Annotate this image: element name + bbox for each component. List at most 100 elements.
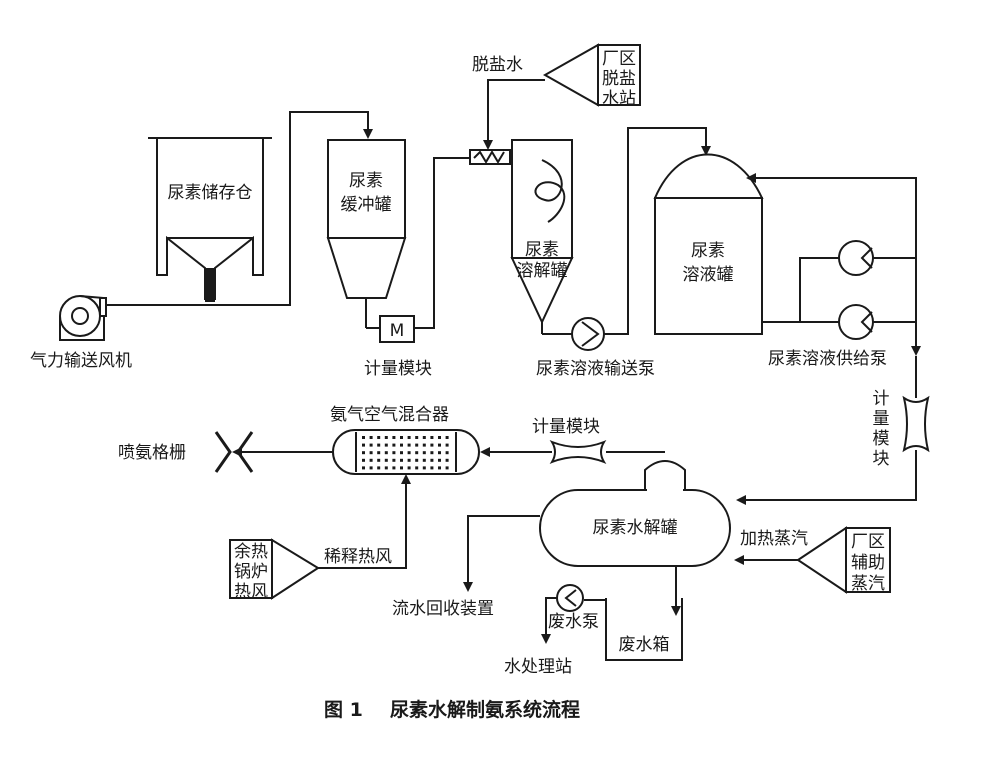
- mixer-packing-dot: [438, 458, 441, 462]
- dilute-air-label: 稀释热风: [324, 547, 392, 567]
- mixer-packing-dot: [430, 443, 434, 447]
- mixer-packing-dot: [430, 458, 434, 462]
- plant-steam-label-1: 厂区: [851, 532, 885, 552]
- mixer-packing-dot: [400, 436, 403, 439]
- mixer-packing-dot: [400, 466, 403, 470]
- plant-desalt-label-2: 脱盐: [602, 69, 636, 89]
- mixer-packing: [362, 436, 449, 470]
- mixer-packing-dot: [392, 458, 396, 462]
- supply-pump-2-icon: [838, 304, 874, 340]
- mixer-packing-dot: [362, 466, 365, 470]
- mixer-packing-dot: [445, 443, 449, 447]
- transfer-pump-icon: [571, 317, 605, 351]
- plant-desalt-label-1: 厂区: [602, 49, 636, 69]
- mixer-packing-dot: [384, 458, 388, 462]
- screw-feeder: [469, 149, 511, 165]
- mixer-packing-dot: [422, 443, 426, 447]
- mixer-packing-dot: [369, 451, 373, 455]
- mixer-packing-dot: [407, 436, 411, 439]
- meter-module-v-label-1: 计: [873, 389, 890, 409]
- figure-title: 尿素水解制氨系统流程: [390, 698, 580, 721]
- mixer-packing-dot: [384, 443, 388, 447]
- buffer-tank-label-2: 缓冲罐: [341, 195, 392, 215]
- desalt-water-label: 脱盐水: [472, 55, 523, 75]
- meter-box-m: M: [379, 315, 415, 343]
- meter-module-label-1: 计量模块: [364, 359, 432, 379]
- dissolve-tank-label-1: 尿素: [525, 240, 559, 260]
- mixer-packing-dot: [377, 436, 381, 439]
- mixer-packing-dot: [369, 436, 373, 439]
- boiler-label-1: 余热: [234, 542, 268, 562]
- mixer-packing-dot: [407, 451, 411, 455]
- hydrolyzer-label: 尿素水解罐: [593, 518, 678, 538]
- mixer-packing-dot: [407, 443, 411, 447]
- mixer-packing-dot: [415, 466, 419, 470]
- solution-tank-label-2: 溶液罐: [683, 265, 734, 285]
- mixer-packing-dot: [415, 451, 419, 455]
- pneumatic-line: [106, 111, 369, 306]
- mixer-packing-dot: [369, 443, 373, 447]
- mixer-packing-dot: [438, 443, 441, 447]
- mixer-packing-dot: [377, 443, 381, 447]
- heating-steam-label: 加热蒸汽: [740, 529, 808, 549]
- mixer-packing-dot: [369, 466, 373, 470]
- meter-module-v-label-3: 模: [873, 429, 890, 449]
- mixer-packing-dot: [422, 451, 426, 455]
- mixer-packing-dot: [445, 458, 449, 462]
- mixer-packing-dot: [407, 458, 411, 462]
- mixer-packing-dot: [438, 451, 441, 455]
- grid-label: 喷氨格栅: [118, 443, 186, 463]
- buffer-tank-label-1: 尿素: [349, 171, 383, 191]
- meter-module-horizontal: [549, 440, 607, 464]
- mixer-packing-dot: [438, 466, 441, 470]
- mixer-packing-dot: [377, 458, 381, 462]
- mixer-packing-dot: [392, 451, 396, 455]
- mixer-packing-dot: [377, 466, 381, 470]
- solution-tank-label-1: 尿素: [691, 241, 725, 261]
- mixer-packing-dot: [362, 458, 365, 462]
- waste-pump-icon: [556, 584, 584, 612]
- urea-hydrolyzer: 尿素水解罐: [539, 460, 731, 567]
- boiler-label-3: 热风: [234, 582, 268, 602]
- mixer-packing-dot: [384, 436, 388, 439]
- meter-box-label: M: [390, 321, 405, 341]
- supply-pump-label: 尿素溶液供给泵: [768, 349, 887, 369]
- mixer-packing-dot: [415, 443, 419, 447]
- mixer-packing-dot: [438, 436, 441, 439]
- mixer-packing-dot: [445, 451, 449, 455]
- mixer-packing-dot: [392, 436, 396, 439]
- mixer-packing-dot: [430, 436, 434, 439]
- blower-label: 气力输送风机: [30, 351, 132, 371]
- meter-module-v-label-4: 块: [873, 449, 890, 469]
- mixer-packing-dot: [400, 451, 403, 455]
- waste-tank-label: 废水箱: [619, 635, 670, 655]
- transfer-pump-label: 尿素溶液输送泵: [536, 359, 655, 379]
- mixer-packing-dot: [392, 443, 396, 447]
- mixer-packing-dot: [445, 436, 449, 439]
- desalt-station-triangle: [542, 43, 599, 107]
- mixer-packing-dot: [362, 451, 365, 455]
- plant-steam-label-3: 蒸汽: [851, 574, 885, 594]
- mixer-packing-dot: [445, 466, 449, 470]
- waste-water-tank: 废水箱: [605, 598, 683, 661]
- mixer-packing-dot: [362, 436, 365, 439]
- mixer-packing-dot: [415, 458, 419, 462]
- mixer-packing-dot: [415, 436, 419, 439]
- urea-dissolve-tank: 尿素 溶解罐: [510, 139, 574, 325]
- boiler-label-2: 锅炉: [234, 562, 268, 582]
- mixer-packing-dot: [422, 466, 426, 470]
- mixer-packing-dot: [422, 436, 426, 439]
- mixer-packing-dot: [400, 458, 403, 462]
- plant-desalt-label-3: 水站: [602, 89, 636, 109]
- meter-module-label-2: 计量模块: [532, 417, 600, 437]
- mixer-packing-dot: [369, 458, 373, 462]
- ammonia-grid-icon: [214, 431, 254, 473]
- mixer-packing-dot: [384, 466, 388, 470]
- urea-storage-silo: 尿素储存仓: [148, 137, 272, 302]
- meter-module-vertical: [902, 395, 930, 453]
- dissolve-tank-label-2: 溶解罐: [517, 261, 568, 281]
- mixer-label: 氨气空气混合器: [330, 405, 449, 425]
- plant-steam-label-2: 辅助: [851, 553, 885, 573]
